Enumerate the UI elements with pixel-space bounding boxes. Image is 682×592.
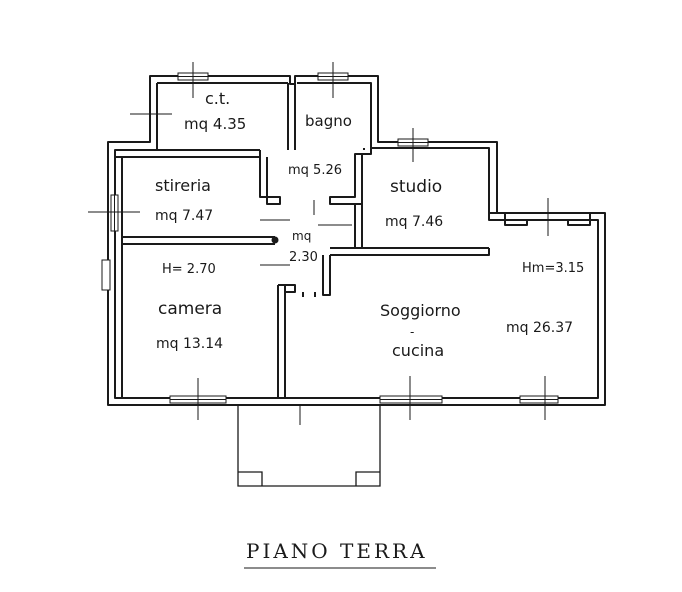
studio-area: mq 7.46	[385, 214, 443, 230]
camera-area: mq 13.14	[156, 336, 223, 352]
camera-name: camera	[158, 299, 222, 319]
porch	[237, 405, 381, 487]
disimpegno-name: mq	[292, 229, 311, 243]
outer-walls	[107, 75, 606, 406]
camera-height: H= 2.70	[162, 262, 216, 277]
ct-name: c.t.	[205, 89, 230, 108]
soggiorno-area: mq 26.37	[506, 320, 573, 336]
bagno-area: mq 5.26	[288, 163, 342, 178]
stireria-area: mq 7.47	[155, 208, 213, 224]
bagno-name: bagno	[305, 112, 352, 130]
section-marks	[88, 62, 549, 425]
disimpegno-area: 2.30	[289, 250, 318, 265]
plan-title: PIANO TERRA	[246, 539, 428, 563]
studio-name: studio	[390, 177, 442, 197]
stireria-name: stireria	[155, 176, 211, 195]
soggiorno-dash: -	[410, 325, 414, 339]
vent-left	[101, 259, 111, 291]
room-labels: c.t. mq 4.35 bagno mq 5.26 studio mq 7.4…	[155, 89, 584, 360]
door-marker	[271, 236, 279, 244]
interior-walls	[115, 83, 591, 398]
soggiorno-name: Soggiorno	[380, 301, 461, 320]
soggiorno-height: Hm=3.15	[522, 261, 584, 276]
soggiorno-name-2: cucina	[392, 341, 444, 360]
ct-area: mq 4.35	[184, 115, 246, 133]
